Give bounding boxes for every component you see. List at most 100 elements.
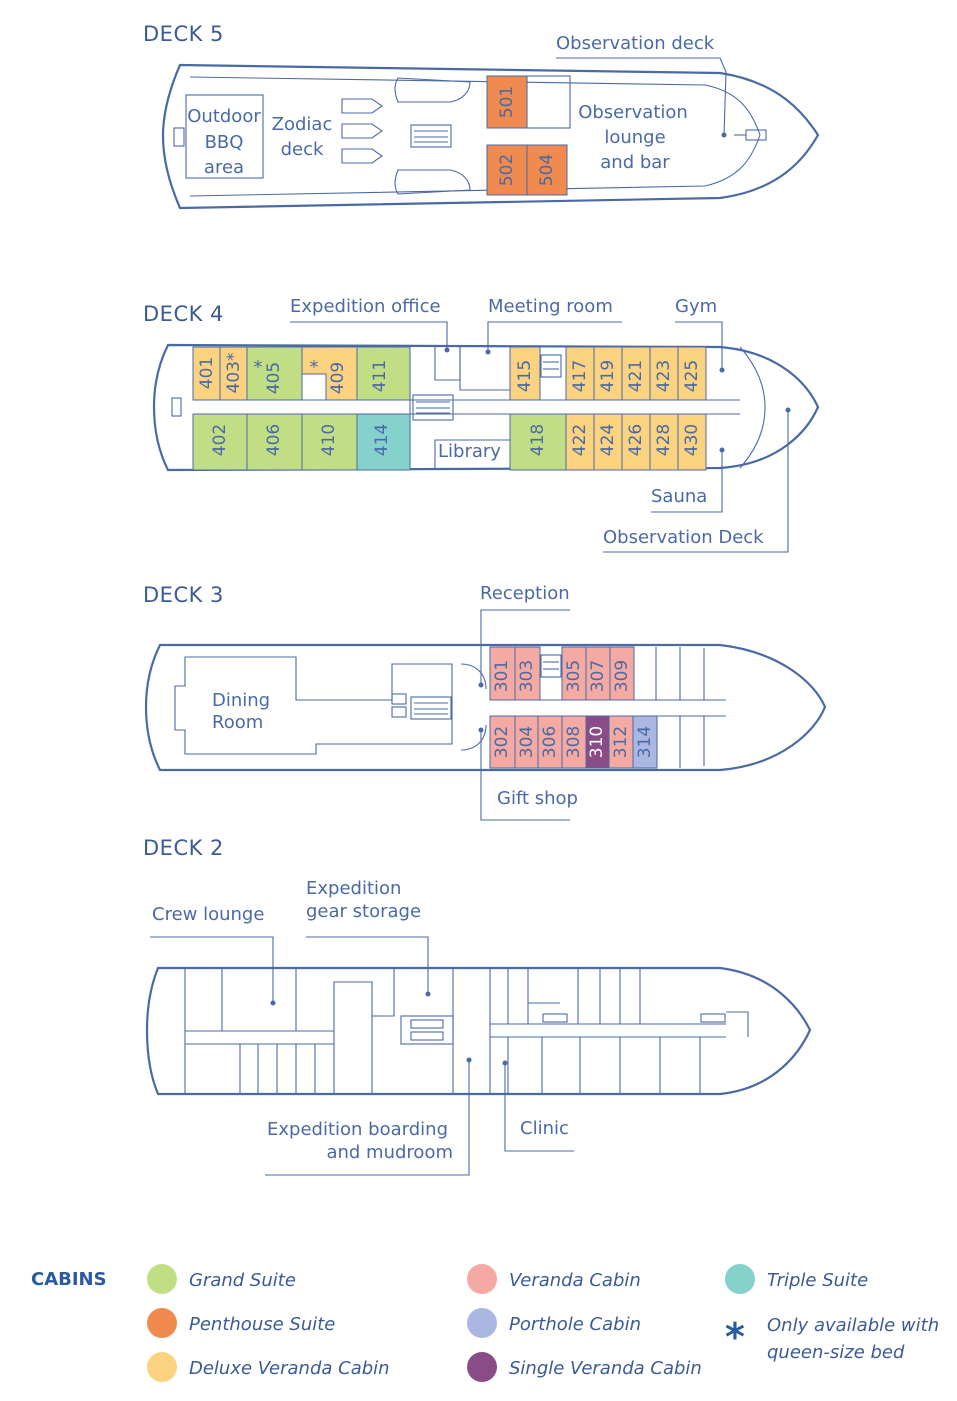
svg-text:425: 425: [682, 360, 702, 392]
svg-text:418: 418: [528, 424, 548, 456]
svg-text:424: 424: [598, 424, 618, 456]
gift-shop-label: Gift shop: [497, 788, 578, 809]
meeting-room-label: Meeting room: [488, 296, 613, 317]
expedition-gear-label-2: gear storage: [306, 901, 421, 922]
library-label: Library: [438, 441, 501, 462]
svg-text:Only available with: Only available with: [767, 1315, 939, 1336]
deck-3-title: DECK 3: [143, 583, 224, 607]
cabin-409: 409: [301, 346, 358, 401]
legend-heading: CABINS: [31, 1269, 107, 1290]
svg-text:Triple Suite: Triple Suite: [767, 1270, 868, 1291]
svg-text:410: 410: [319, 424, 339, 456]
observation-lounge-label-1: Observation: [578, 102, 688, 123]
svg-text:417: 417: [570, 360, 590, 392]
stairs-icon: [410, 124, 452, 148]
svg-text:421: 421: [626, 360, 646, 392]
cabin-419: 419: [593, 346, 623, 401]
svg-text:Single Veranda Cabin: Single Veranda Cabin: [509, 1358, 702, 1379]
cabin-301: 301: [489, 646, 516, 701]
svg-text:310: 310: [587, 726, 607, 758]
svg-text:306: 306: [540, 726, 560, 758]
svg-text:402: 402: [210, 424, 230, 456]
svg-text:314: 314: [635, 726, 655, 758]
deck-4-cabins: 401 403* 405 409 411 402 406 410 414 415…: [192, 346, 707, 471]
svg-text:Grand Suite: Grand Suite: [189, 1270, 296, 1291]
svg-text:501: 501: [497, 86, 517, 118]
deck-2: DECK 2: [143, 836, 812, 1176]
crew-lounge-label: Crew lounge: [152, 904, 264, 925]
cabin-401: 401: [192, 346, 221, 401]
gym-label: Gym: [675, 296, 717, 317]
cabin-422: 422: [565, 413, 595, 471]
dining-room-label-1: Dining: [212, 690, 270, 711]
stern-ladder: [173, 127, 185, 147]
cabin-428: 428: [649, 413, 679, 471]
outdoor-bbq-label-2: BBQ: [205, 132, 244, 153]
cabin-415: 415: [509, 346, 541, 401]
cabin-302: 302: [489, 715, 516, 769]
svg-text:406: 406: [264, 424, 284, 456]
legend-item-porthole-cabin: Porthole Cabin: [467, 1308, 641, 1338]
legend-item-veranda-cabin: Veranda Cabin: [467, 1264, 641, 1294]
cabin-421: 421: [621, 346, 651, 401]
cabin-305: 305: [561, 646, 587, 701]
sauna-label: Sauna: [651, 486, 707, 507]
cabin-304: 304: [514, 715, 539, 769]
svg-text:307: 307: [588, 660, 608, 692]
cabin-306: 306: [537, 715, 563, 769]
cabin-310: 310: [585, 715, 610, 769]
stairs-icon-bow: [734, 129, 767, 141]
cabin-314: 314: [632, 715, 658, 769]
expedition-boarding-label-1: Expedition boarding: [267, 1119, 448, 1140]
cabin-309: 309: [609, 646, 635, 701]
deck-5-cabins: 501 502 504: [486, 75, 568, 196]
observation-lounge-label-2: lounge: [604, 127, 665, 148]
legend-item-penthouse-suite: Penthouse Suite: [147, 1308, 335, 1338]
cabin-414: 414: [356, 413, 411, 471]
cabin-418: 418: [509, 413, 567, 471]
cabin-legend: CABINS Grand Suite Penthouse Suite Delux…: [31, 1264, 939, 1382]
svg-text:304: 304: [517, 726, 537, 758]
dining-room-area: Dining Room: [174, 656, 453, 755]
asterisk-405: *: [254, 357, 263, 378]
svg-text:419: 419: [598, 360, 618, 392]
svg-text:423: 423: [654, 360, 674, 392]
cabin-423: 423: [649, 346, 679, 401]
svg-text:422: 422: [570, 424, 590, 456]
svg-text:Veranda Cabin: Veranda Cabin: [509, 1270, 641, 1291]
cabin-424: 424: [593, 413, 623, 471]
legend-item-deluxe-veranda: Deluxe Veranda Cabin: [147, 1352, 390, 1382]
cabin-411: 411: [356, 346, 411, 401]
outdoor-bbq-label-1: Outdoor: [187, 106, 261, 127]
legend-item-grand-suite: Grand Suite: [147, 1264, 296, 1294]
stern-ladder-4: [171, 397, 182, 417]
reception-label: Reception: [480, 583, 570, 604]
svg-text:309: 309: [612, 660, 632, 692]
cabin-405: 405: [246, 346, 303, 401]
svg-text:415: 415: [515, 360, 535, 392]
asterisk-icon: *: [725, 1315, 745, 1359]
cabin-501: 501: [486, 75, 528, 129]
expedition-office-label: Expedition office: [290, 296, 441, 317]
observation-deck-4-label: Observation Deck: [603, 527, 764, 548]
svg-text:401: 401: [197, 357, 217, 389]
cabin-410: 410: [301, 413, 358, 471]
svg-text:Porthole Cabin: Porthole Cabin: [509, 1314, 641, 1335]
svg-text:Deluxe Veranda Cabin: Deluxe Veranda Cabin: [189, 1358, 390, 1379]
deck-5-title: DECK 5: [143, 22, 224, 46]
svg-text:queen-size bed: queen-size bed: [767, 1342, 905, 1363]
deck-3: DECK 3 Dining Room 3: [143, 583, 827, 821]
deck-2-hull: [145, 966, 812, 1096]
cabin-406: 406: [246, 413, 303, 471]
asterisk-409: *: [310, 357, 319, 378]
dining-room-label-2: Room: [212, 712, 263, 733]
cabin-502: 502: [486, 144, 528, 196]
cabin-308: 308: [561, 715, 587, 769]
legend-asterisk-note: * Only available with queen-size bed: [725, 1315, 939, 1363]
cabin-417: 417: [565, 346, 595, 401]
outdoor-bbq-label-3: area: [204, 157, 244, 178]
svg-text:Penthouse Suite: Penthouse Suite: [189, 1314, 335, 1335]
svg-text:502: 502: [497, 154, 517, 186]
svg-text:312: 312: [611, 726, 631, 758]
